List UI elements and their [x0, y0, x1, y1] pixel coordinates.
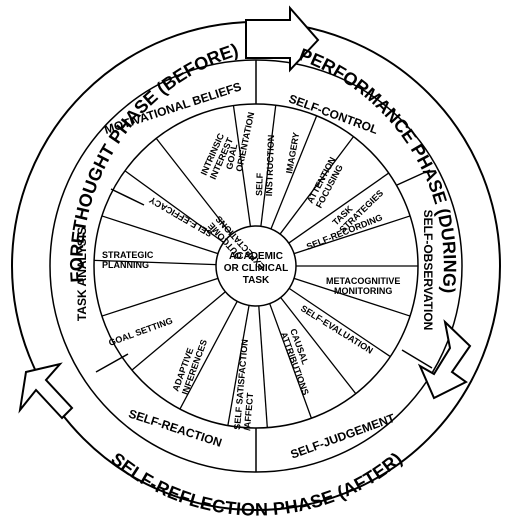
- spoke-line-16: [101, 277, 219, 317]
- spoke-line-6: [293, 215, 411, 255]
- divider-upper-right: [396, 169, 431, 186]
- spoke-line-11: [269, 303, 313, 419]
- self-evaluation-label: SELF-EVALUATION: [299, 303, 375, 356]
- self-observation-label: SELF-OBSERVATION: [421, 210, 435, 331]
- spoke-line-10: [280, 297, 357, 395]
- spoke-line-8: [293, 277, 411, 317]
- spoke-lines: [94, 105, 418, 428]
- spoke-line-14: [179, 301, 238, 410]
- causal-attributions-label: CAUSALATTRIBUTIONS: [279, 327, 320, 396]
- divider-lower-right: [401, 349, 433, 369]
- arrow-forethought-to-performance-icon: [245, 5, 320, 73]
- imagery-label: IMAGERY: [284, 132, 301, 175]
- self-instruction-label: SELFINSTRUCTION: [254, 134, 276, 196]
- divider-lower-left: [95, 353, 129, 373]
- spoke-line-2: [260, 105, 277, 227]
- task-analysis-label: TASK ANALYSIS: [75, 227, 89, 321]
- divider-upper-left: [110, 188, 145, 206]
- attention-focusing-label: ATTENTIONFOCUSING: [305, 155, 347, 209]
- spoke-line-5: [288, 172, 390, 244]
- spoke-line-18: [101, 215, 219, 255]
- spoke-line-9: [288, 287, 391, 358]
- arrow-performance-to-reflection-icon: [417, 319, 472, 400]
- spoke-line-3: [270, 115, 318, 230]
- spoke-line-17: [94, 259, 217, 266]
- spoke-line-19: [124, 170, 225, 244]
- spoke-line-15: [131, 291, 226, 371]
- center-label-line-3: TASK: [243, 275, 270, 286]
- spoke-line-12: [258, 305, 268, 428]
- self-judgement-label: SELF-JUDGEMENT: [289, 411, 398, 462]
- self-satisfaction-label: SELF SATISFACTION/AFFECT: [232, 339, 260, 431]
- arrow-reflection-to-forethought-icon: [18, 362, 74, 420]
- self-efficacy-label: SELF-EFFICACY: [148, 195, 214, 239]
- spoke-line-4: [279, 136, 355, 235]
- spoke-line-13: [227, 305, 250, 426]
- center-label-line-1: ACADEMIC: [229, 251, 283, 262]
- self-reaction-label: SELF-REACTION: [127, 406, 224, 449]
- center-label-line-2: OR CLINICAL: [224, 263, 288, 274]
- center-circle: [215, 225, 297, 307]
- spoke-line-1: [232, 105, 252, 227]
- spoke-line-20: [155, 137, 232, 235]
